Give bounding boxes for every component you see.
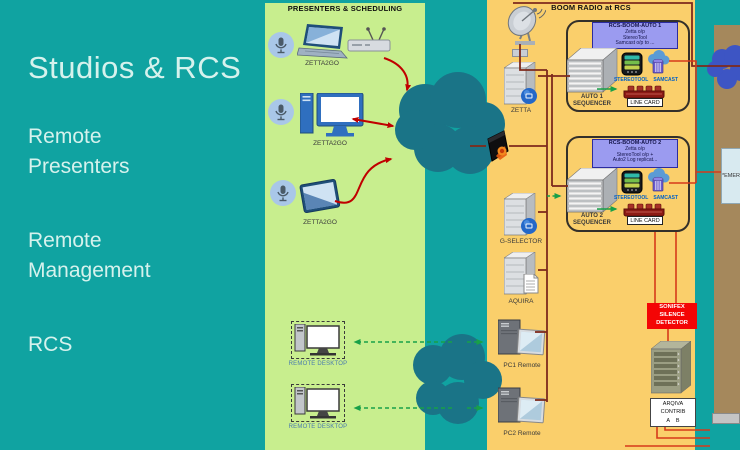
emergency-label: *EMER <box>722 173 740 179</box>
satellite-receiver-icon <box>512 49 528 57</box>
emergency-box: *EMER <box>721 148 740 204</box>
line-card-label-2: LINE CARD <box>627 216 663 225</box>
presenters-header: PRESENTERS & SCHEDULING <box>287 4 403 13</box>
pc2-remote-icon <box>498 386 546 428</box>
desktop-computer-icon <box>300 93 364 139</box>
auto1-tools-labels: STEREOTOOL SAMCAST <box>606 77 686 83</box>
right-side-panel <box>714 25 740 424</box>
zetta-label: ZETTA <box>510 107 532 114</box>
microphone-icon <box>268 99 294 125</box>
tablet-icon <box>298 176 342 218</box>
zetta2go-label-2: ZETTA2GO <box>313 140 347 147</box>
remote-desktop-icon-2 <box>293 387 343 421</box>
bullet-remote-presenters: Remote Presenters <box>28 125 130 179</box>
auto1-info-box: RCS-BOOM-AUTO 1 Zetta o/p StereoTool Sam… <box>592 22 678 49</box>
presenters-panel <box>265 3 425 450</box>
auto2-info-line: StereoTool o/p + <box>616 151 654 158</box>
auto2-sequencer-label: AUTO 2 SEQUENCER <box>572 213 611 226</box>
stereotool-label: STEREOTOOL <box>613 195 649 201</box>
auto2-info-box: RCS-BOOM-AUTO 2 Zetta o/p StereoTool o/p… <box>592 139 678 168</box>
auto2-tools-labels: STEREOTOOL SAMCAST <box>606 195 686 201</box>
aquira-document-icon <box>523 274 539 294</box>
line-card-icon-2 <box>622 201 666 217</box>
remote-desktop-frame-2 <box>291 384 345 422</box>
remote-desktop-label-2: REMOTE DESKTOP <box>288 424 348 430</box>
auto2-sequencer-server-icon <box>567 168 621 214</box>
right-grey-box <box>712 413 740 424</box>
firewall-icon <box>485 129 511 163</box>
pc2-remote-label: PC2 Remote <box>503 430 541 437</box>
line-card-icon-1 <box>622 83 666 99</box>
remote-desktop-label-1: REMOTE DESKTOP <box>288 361 348 367</box>
gselector-badge-icon <box>521 218 537 234</box>
line-card-label-1: LINE CARD <box>627 98 663 107</box>
samcast-label: SAMCAST <box>653 195 679 201</box>
samcast-label: SAMCAST <box>653 77 679 83</box>
remote-desktop-frame-1 <box>291 321 345 359</box>
samcast-icon <box>646 50 670 76</box>
microphone-icon <box>270 180 296 206</box>
pc1-remote-label: PC1 Remote <box>503 362 541 369</box>
satellite-dish-icon <box>500 5 546 49</box>
silence-detector-box: SONIFEX SILENCE DETECTOR <box>647 303 697 329</box>
remote-desktop-icon-1 <box>293 324 343 358</box>
laptop-icon <box>297 24 349 64</box>
bullet-rcs: RCS <box>28 333 73 356</box>
wifi-router-icon <box>346 26 392 60</box>
stereotool-icon <box>621 170 643 194</box>
auto2-info-title: RCS-BOOM-AUTO 2 <box>608 140 662 146</box>
equipment-rack-icon <box>651 341 691 395</box>
aquira-label: AQUIRA <box>508 298 534 305</box>
bullet-remote-management: Remote Management <box>28 229 151 283</box>
zetta2go-label-3: ZETTA2GO <box>303 219 337 226</box>
pc1-remote-icon <box>498 318 546 360</box>
zetta2go-label-1: ZETTA2GO <box>305 60 339 67</box>
auto1-info-line: Samcast o/p to ... <box>615 40 655 47</box>
auto2-info-line: Auto2 Log replicat... <box>612 157 658 164</box>
stereotool-label: STEREOTOOL <box>613 77 649 83</box>
auto2-info-line: Zetta o/p <box>625 145 645 152</box>
auto1-sequencer-server-icon <box>567 48 621 94</box>
gselector-label: G-SELECTOR <box>499 238 543 245</box>
page-title: Studios & RCS <box>28 50 242 85</box>
microphone-icon <box>268 32 294 58</box>
zetta-badge-icon <box>521 88 537 104</box>
auto1-sequencer-label: AUTO 1 SEQUENCER <box>572 94 611 107</box>
arqiva-contrib-box: ARQIVA CONTRIB A B <box>650 398 696 427</box>
samcast-icon <box>646 168 670 194</box>
stereotool-icon <box>621 52 643 76</box>
